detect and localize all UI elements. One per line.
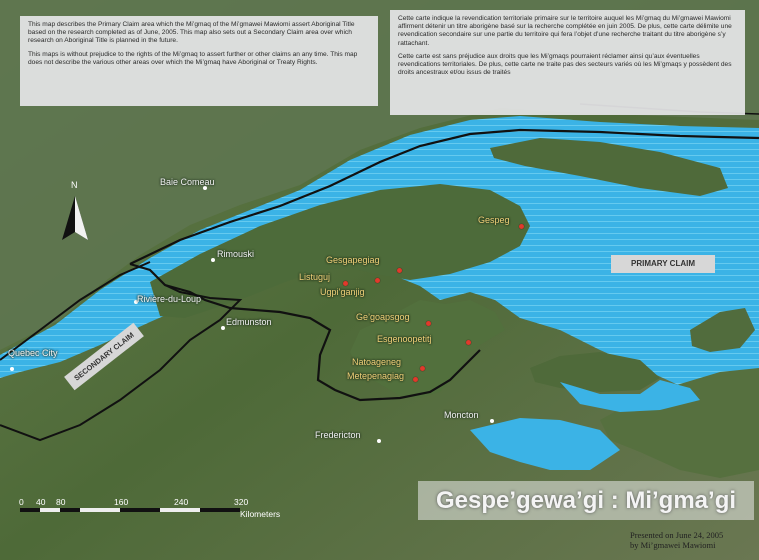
- community-dot: [375, 278, 380, 283]
- community-label-listuguj: Listuguj: [299, 272, 331, 282]
- city-dot: [134, 300, 138, 304]
- scale-tick: 240: [174, 497, 189, 507]
- community-label-natoageneg: Natoageneg: [352, 357, 402, 367]
- community-dot: [519, 224, 524, 229]
- community-dot: [413, 377, 418, 382]
- community-label-gespeg: Gespeg: [478, 215, 510, 225]
- primary-claim-label: PRIMARY CLAIM: [611, 255, 715, 273]
- city-label-rimouski: Rimouski: [217, 249, 255, 259]
- city-label-edmunston: Edmunston: [226, 317, 272, 327]
- scale-tick: 80: [56, 497, 66, 507]
- prince-edward-island: [530, 352, 660, 392]
- north-label: N: [71, 180, 78, 190]
- city-dot: [10, 367, 14, 371]
- nova-scotia: [600, 368, 759, 478]
- community-dot: [343, 281, 348, 286]
- secondary-claim-south-boundary: [0, 284, 243, 442]
- anticosti-island: [490, 138, 728, 196]
- community-dot: [397, 268, 402, 273]
- city-dot: [377, 439, 381, 443]
- gaspe-peninsula: [150, 184, 530, 318]
- scale-tick: 40: [36, 497, 46, 507]
- city-label-riviere-du-loup: Rivière-du-Loup: [137, 294, 202, 304]
- english-note-paragraph-2: This maps is without prejudice to the ri…: [28, 50, 358, 66]
- community-dot: [466, 340, 471, 345]
- map-title: Gespe’gewa’gi : Mi’gma’gi: [418, 481, 754, 520]
- english-note-paragraph-1: This map describes the Primary Claim are…: [28, 21, 355, 45]
- city-dot: [203, 186, 207, 190]
- english-note: This map describes the Primary Claim are…: [20, 16, 378, 106]
- city-label-baie-comeau: Baie Comeau: [160, 177, 215, 187]
- city-dot: [490, 419, 494, 423]
- community-label-ugpi-ganjig: Ugpi’ganjig: [320, 287, 365, 297]
- community-dot: [420, 366, 425, 371]
- primary-claim-land-boundary: [129, 262, 481, 402]
- scale-unit-label: Kilometers: [240, 509, 281, 519]
- scale-tick: 320: [234, 497, 249, 507]
- city-label-quebec-city: Quebec City: [8, 348, 58, 358]
- scale-tick: 160: [114, 497, 129, 507]
- community-dot: [426, 321, 431, 326]
- community-label-metepenagiag: Metepenagiag: [347, 371, 405, 381]
- city-dot: [221, 326, 225, 330]
- new-brunswick-north-shore: [350, 300, 505, 398]
- city-label-fredericton: Fredericton: [315, 430, 361, 440]
- city-dot: [211, 258, 215, 262]
- community-label-gesgapegiag: Gesgapegiag: [326, 255, 380, 265]
- french-note: Cette carte indique la revendication ter…: [390, 10, 745, 115]
- community-label-esgenoopetitj: Esgenoopetitj: [377, 334, 432, 344]
- bay-of-fundy: [470, 418, 620, 470]
- french-note-paragraph-1: Cette carte indique la revendication ter…: [398, 15, 732, 47]
- presented-note: Presented on June 24, 2005 by Mi’gmawei …: [630, 530, 723, 550]
- scale-tick: 0: [19, 497, 24, 507]
- community-label-gegoapsgog: Ge’goapsgog: [356, 312, 410, 322]
- french-note-paragraph-2: Cette carte est sans préjudice aux droit…: [398, 52, 732, 77]
- scale-bar: [20, 508, 240, 512]
- presented-by: by Mi’gmawei Mawiomi: [630, 540, 716, 550]
- northumberland-strait: [560, 380, 700, 412]
- presented-date: Presented on June 24, 2005: [630, 530, 724, 540]
- primary-claim-north-boundary: [129, 128, 759, 265]
- city-label-moncton: Moncton: [444, 410, 479, 420]
- secondary-claim-north-boundary: [0, 261, 151, 361]
- cape-breton: [690, 308, 755, 352]
